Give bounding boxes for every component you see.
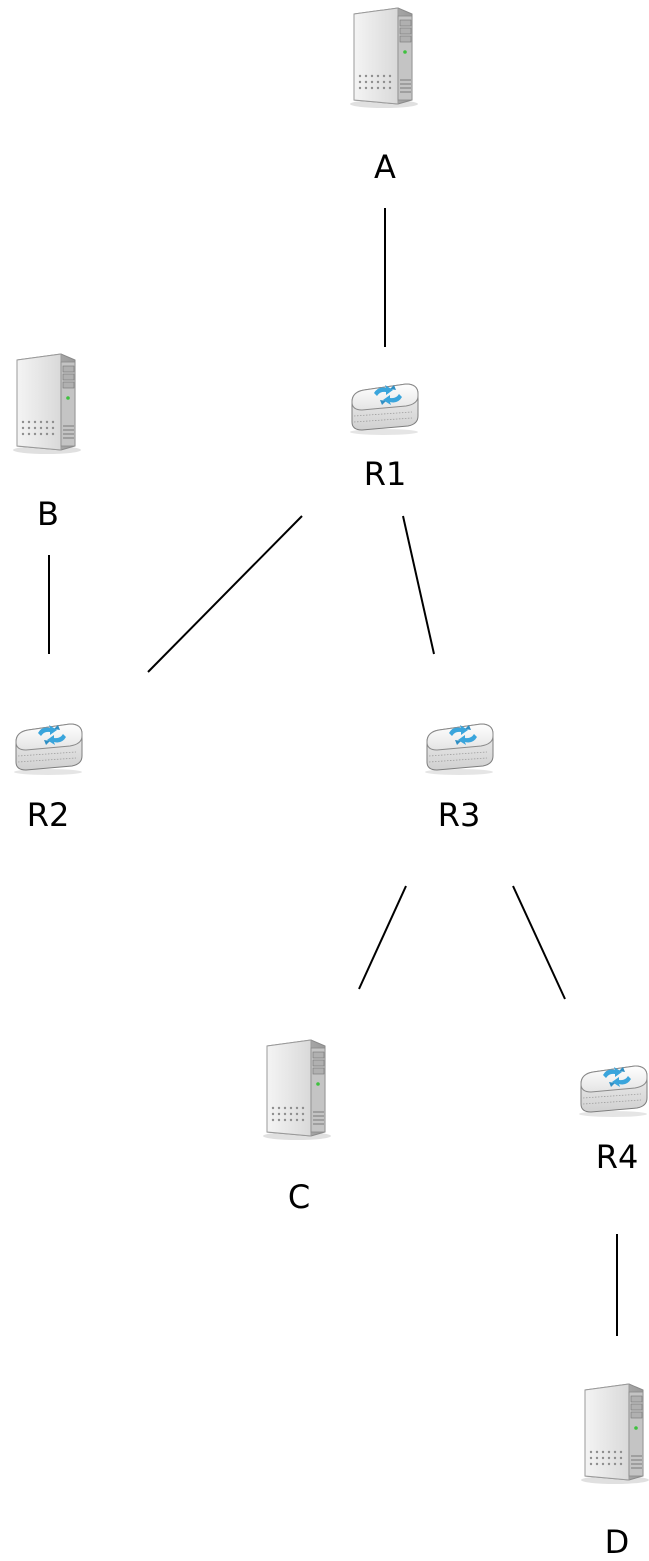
node-d-label: D bbox=[605, 1523, 630, 1561]
node-r4-label: R4 bbox=[596, 1138, 639, 1176]
link-r1-r2 bbox=[147, 515, 303, 673]
router-icon bbox=[578, 1065, 648, 1118]
node-a[interactable]: A bbox=[349, 7, 419, 186]
node-b[interactable]: B bbox=[12, 353, 82, 533]
server-icon bbox=[12, 353, 82, 455]
node-r3-label: R3 bbox=[438, 796, 481, 834]
link-r1-r3 bbox=[402, 515, 435, 655]
node-b-label: B bbox=[37, 495, 59, 533]
node-r1-label: R1 bbox=[364, 455, 407, 493]
server-icon bbox=[580, 1383, 649, 1485]
server-icon bbox=[262, 1039, 332, 1141]
links bbox=[48, 208, 618, 1336]
node-c[interactable]: C bbox=[262, 1039, 332, 1216]
router-icon bbox=[424, 723, 494, 776]
node-d[interactable]: D bbox=[580, 1383, 649, 1561]
node-c-label: C bbox=[288, 1178, 310, 1216]
node-r2[interactable]: R2 bbox=[13, 723, 83, 834]
link-r3-c bbox=[358, 885, 407, 990]
node-r1[interactable]: R1 bbox=[349, 383, 419, 493]
router-icon bbox=[349, 383, 419, 436]
server-icon bbox=[349, 7, 419, 109]
node-a-label: A bbox=[374, 148, 396, 186]
link-r3-r4 bbox=[512, 885, 566, 1000]
node-r3[interactable]: R3 bbox=[424, 723, 494, 834]
node-r2-label: R2 bbox=[27, 796, 70, 834]
node-r4[interactable]: R4 bbox=[578, 1065, 648, 1176]
router-icon bbox=[13, 723, 83, 776]
